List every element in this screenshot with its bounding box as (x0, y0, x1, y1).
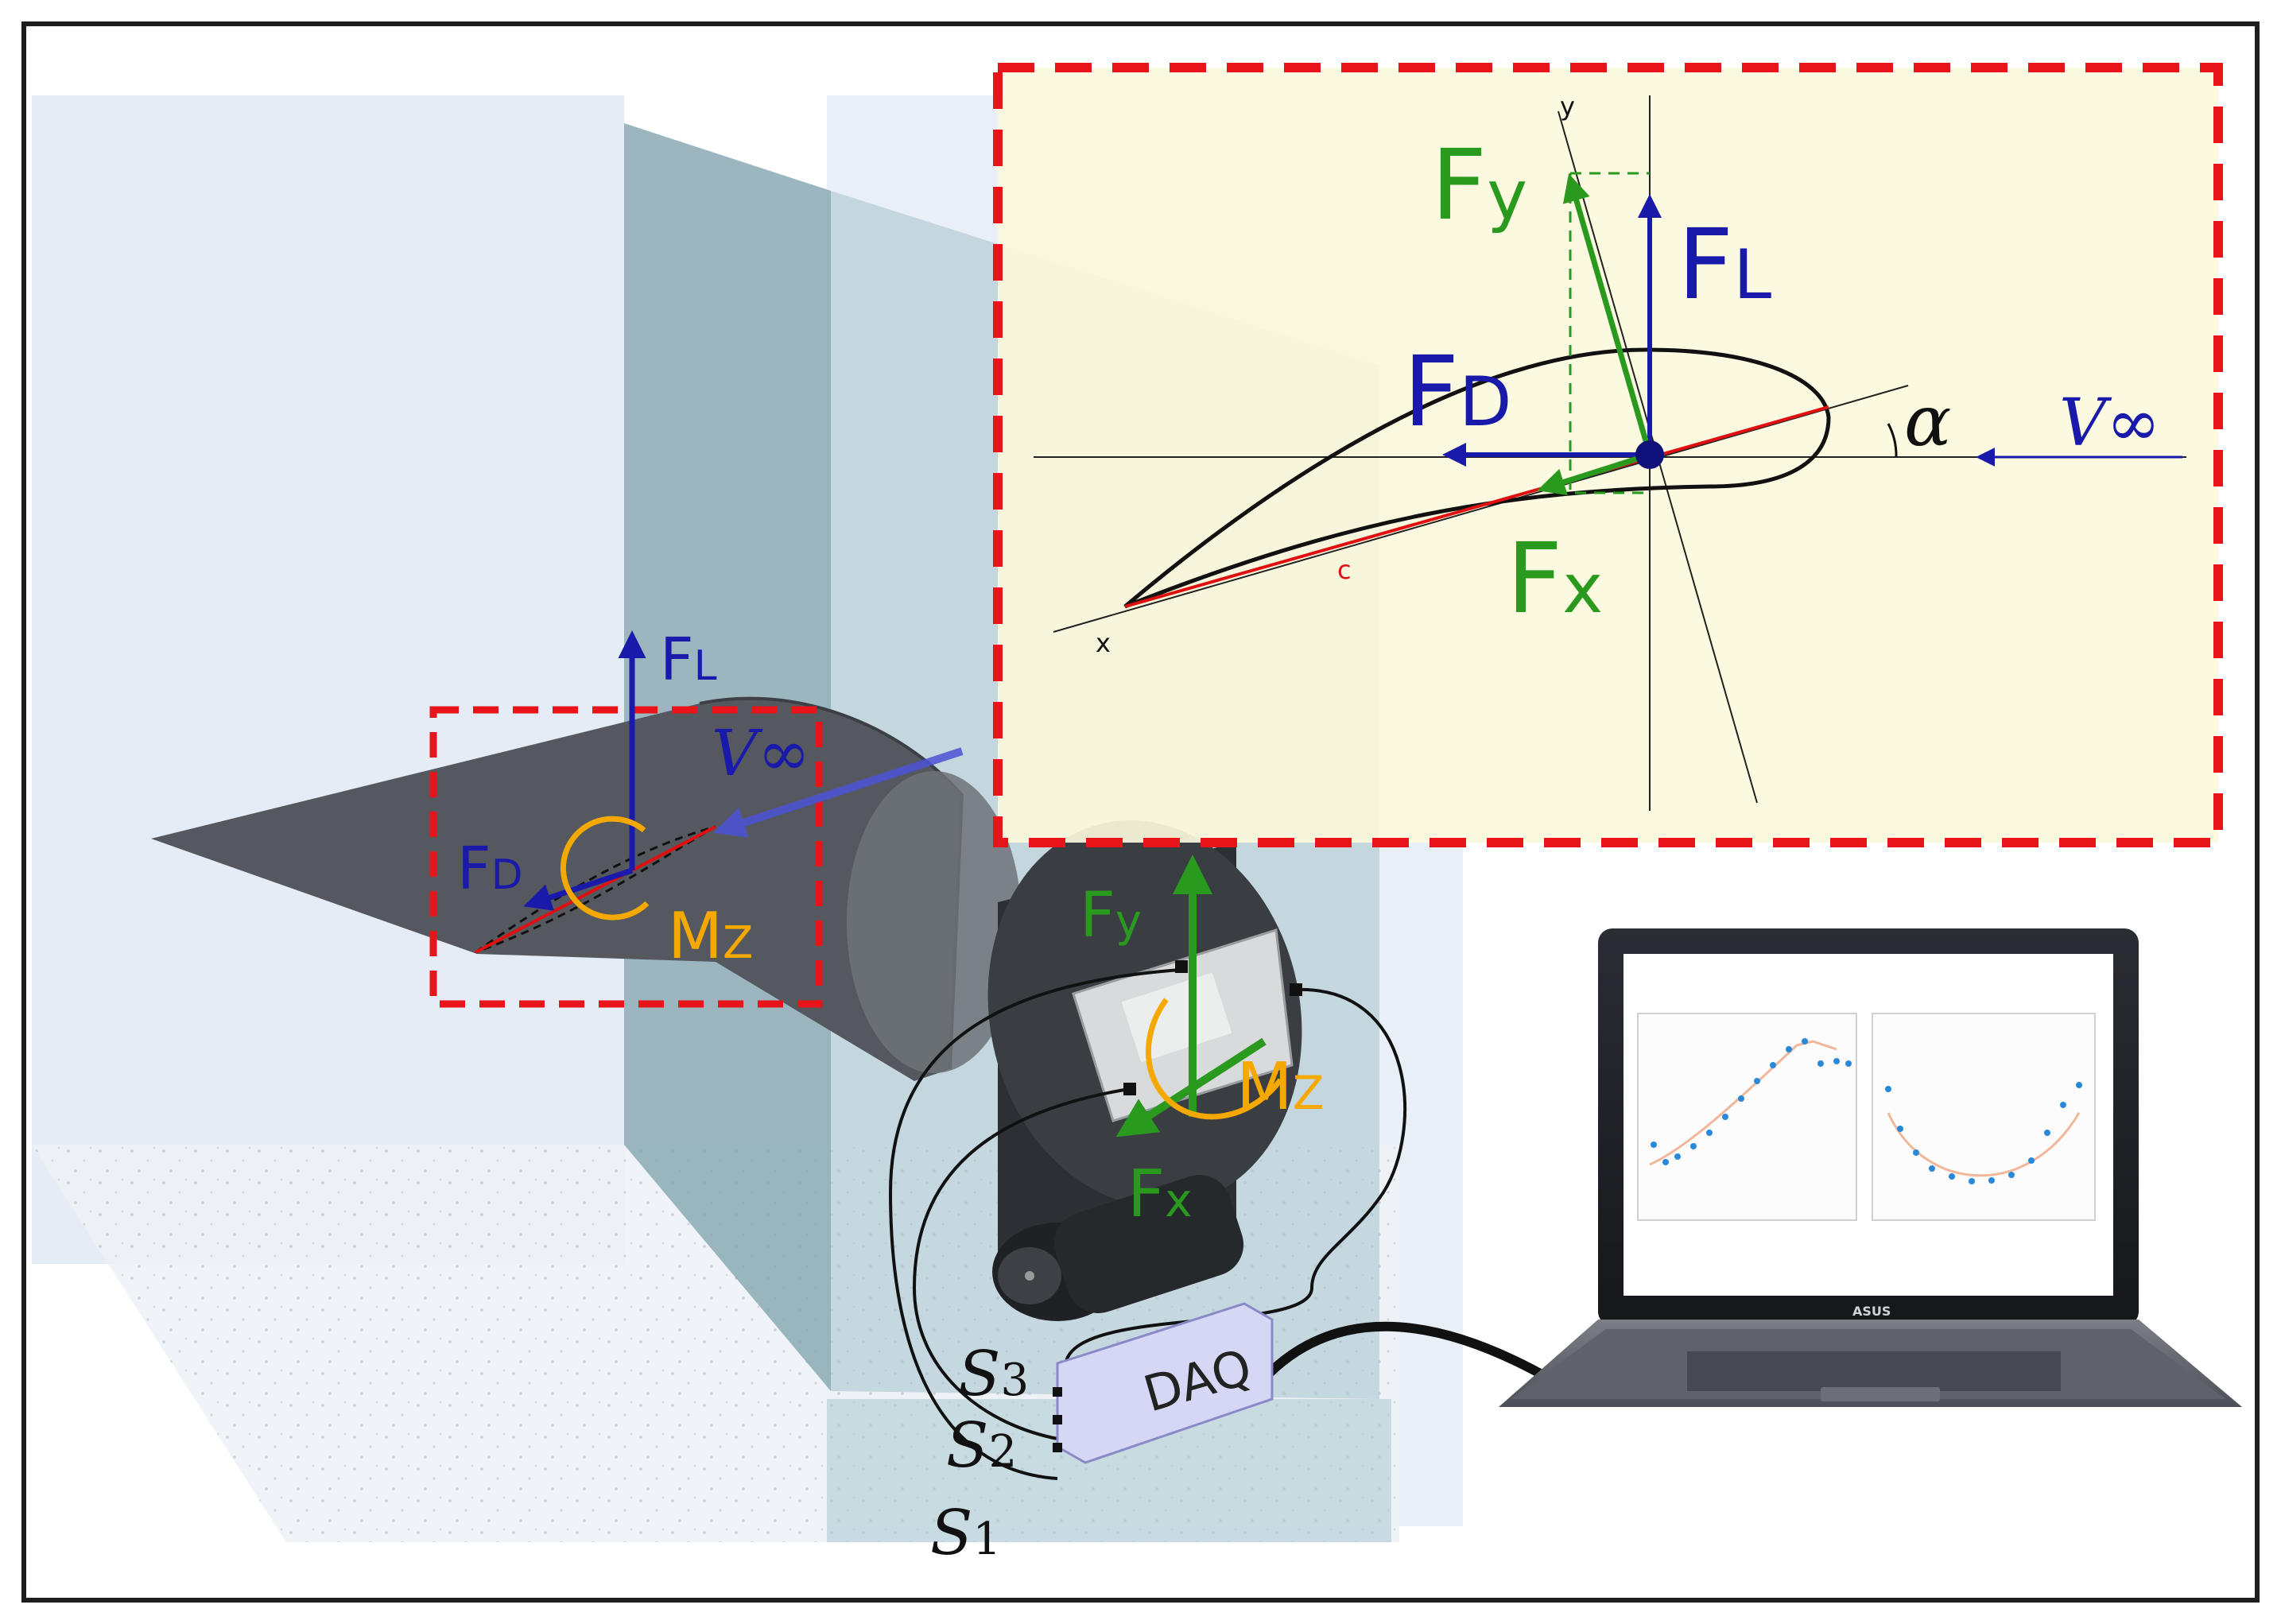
balance-mz-label: MZ (1236, 1049, 1324, 1125)
inset-fy-arrow (1562, 173, 1653, 455)
model-callout-box (429, 706, 823, 1008)
cable-s1 (888, 968, 1181, 1480)
wing-span (151, 698, 962, 1081)
laptop-brand: ASUS (1852, 1304, 1891, 1319)
inset-fl-label: FL (1678, 208, 1771, 321)
model-drag-arrow (523, 867, 634, 911)
balance-fy-label: Fy (1080, 880, 1142, 952)
balance-fx-label: Fx (1127, 1157, 1193, 1232)
inset-border (993, 63, 2223, 847)
sensor-s2-label: S2 (946, 1410, 1017, 1482)
laptop: ASUS (1499, 928, 2242, 1407)
laptop-plot-right (1872, 1013, 2096, 1221)
model-fl-label: FL (660, 626, 717, 694)
sensor-s3-label: S3 (958, 1339, 1029, 1410)
inset-fx-arrow (1537, 452, 1651, 496)
inset-alpha-arc (1887, 423, 1898, 458)
left-glass-wall (32, 95, 624, 1264)
laptop-plot-left (1637, 1013, 1857, 1221)
inset-chord-label: c (1337, 555, 1352, 585)
model-mz-label: MZ (668, 899, 753, 973)
model-moment-arc (560, 816, 650, 921)
cable-s2 (912, 1087, 1130, 1440)
inset-vinf-label: V∞ (2059, 386, 2161, 461)
inset-moment-center (1635, 440, 1664, 469)
cable-s3 (1064, 987, 1407, 1368)
inset-chord-line (1124, 405, 1829, 608)
wing-root-plate (847, 771, 1022, 1073)
model-chord-line (475, 825, 716, 954)
inset-body-x-axis (1053, 385, 1909, 633)
inset-fy-label: Fy (1431, 129, 1527, 242)
balance-moment-arc (1145, 998, 1283, 1120)
inset-callout: y x c Fy FL FD Fx α V∞ (993, 63, 2223, 847)
inset-alpha-label: α (1904, 380, 1951, 462)
sensor-s1-label: S1 (930, 1498, 1001, 1569)
model-freestream-arrow (713, 747, 964, 839)
model-fd-label: FD (457, 835, 523, 903)
balance-fx-arrow (1115, 1037, 1267, 1138)
inset-y-axis-label: y (1560, 91, 1575, 122)
inset-x-axis-label: x (1096, 628, 1111, 658)
force-balance (987, 820, 1302, 1321)
model-vinf-label: V∞ (712, 716, 810, 790)
inset-fx-label: Fx (1507, 522, 1603, 635)
sensor-cables (888, 968, 1553, 1480)
inset-airfoil (1123, 347, 1831, 609)
inset-fd-label: FD (1403, 335, 1511, 448)
balance-motor-body (1053, 1175, 1244, 1313)
wing-model (151, 696, 1022, 1081)
tunnel-floor-panel (827, 1399, 1391, 1542)
